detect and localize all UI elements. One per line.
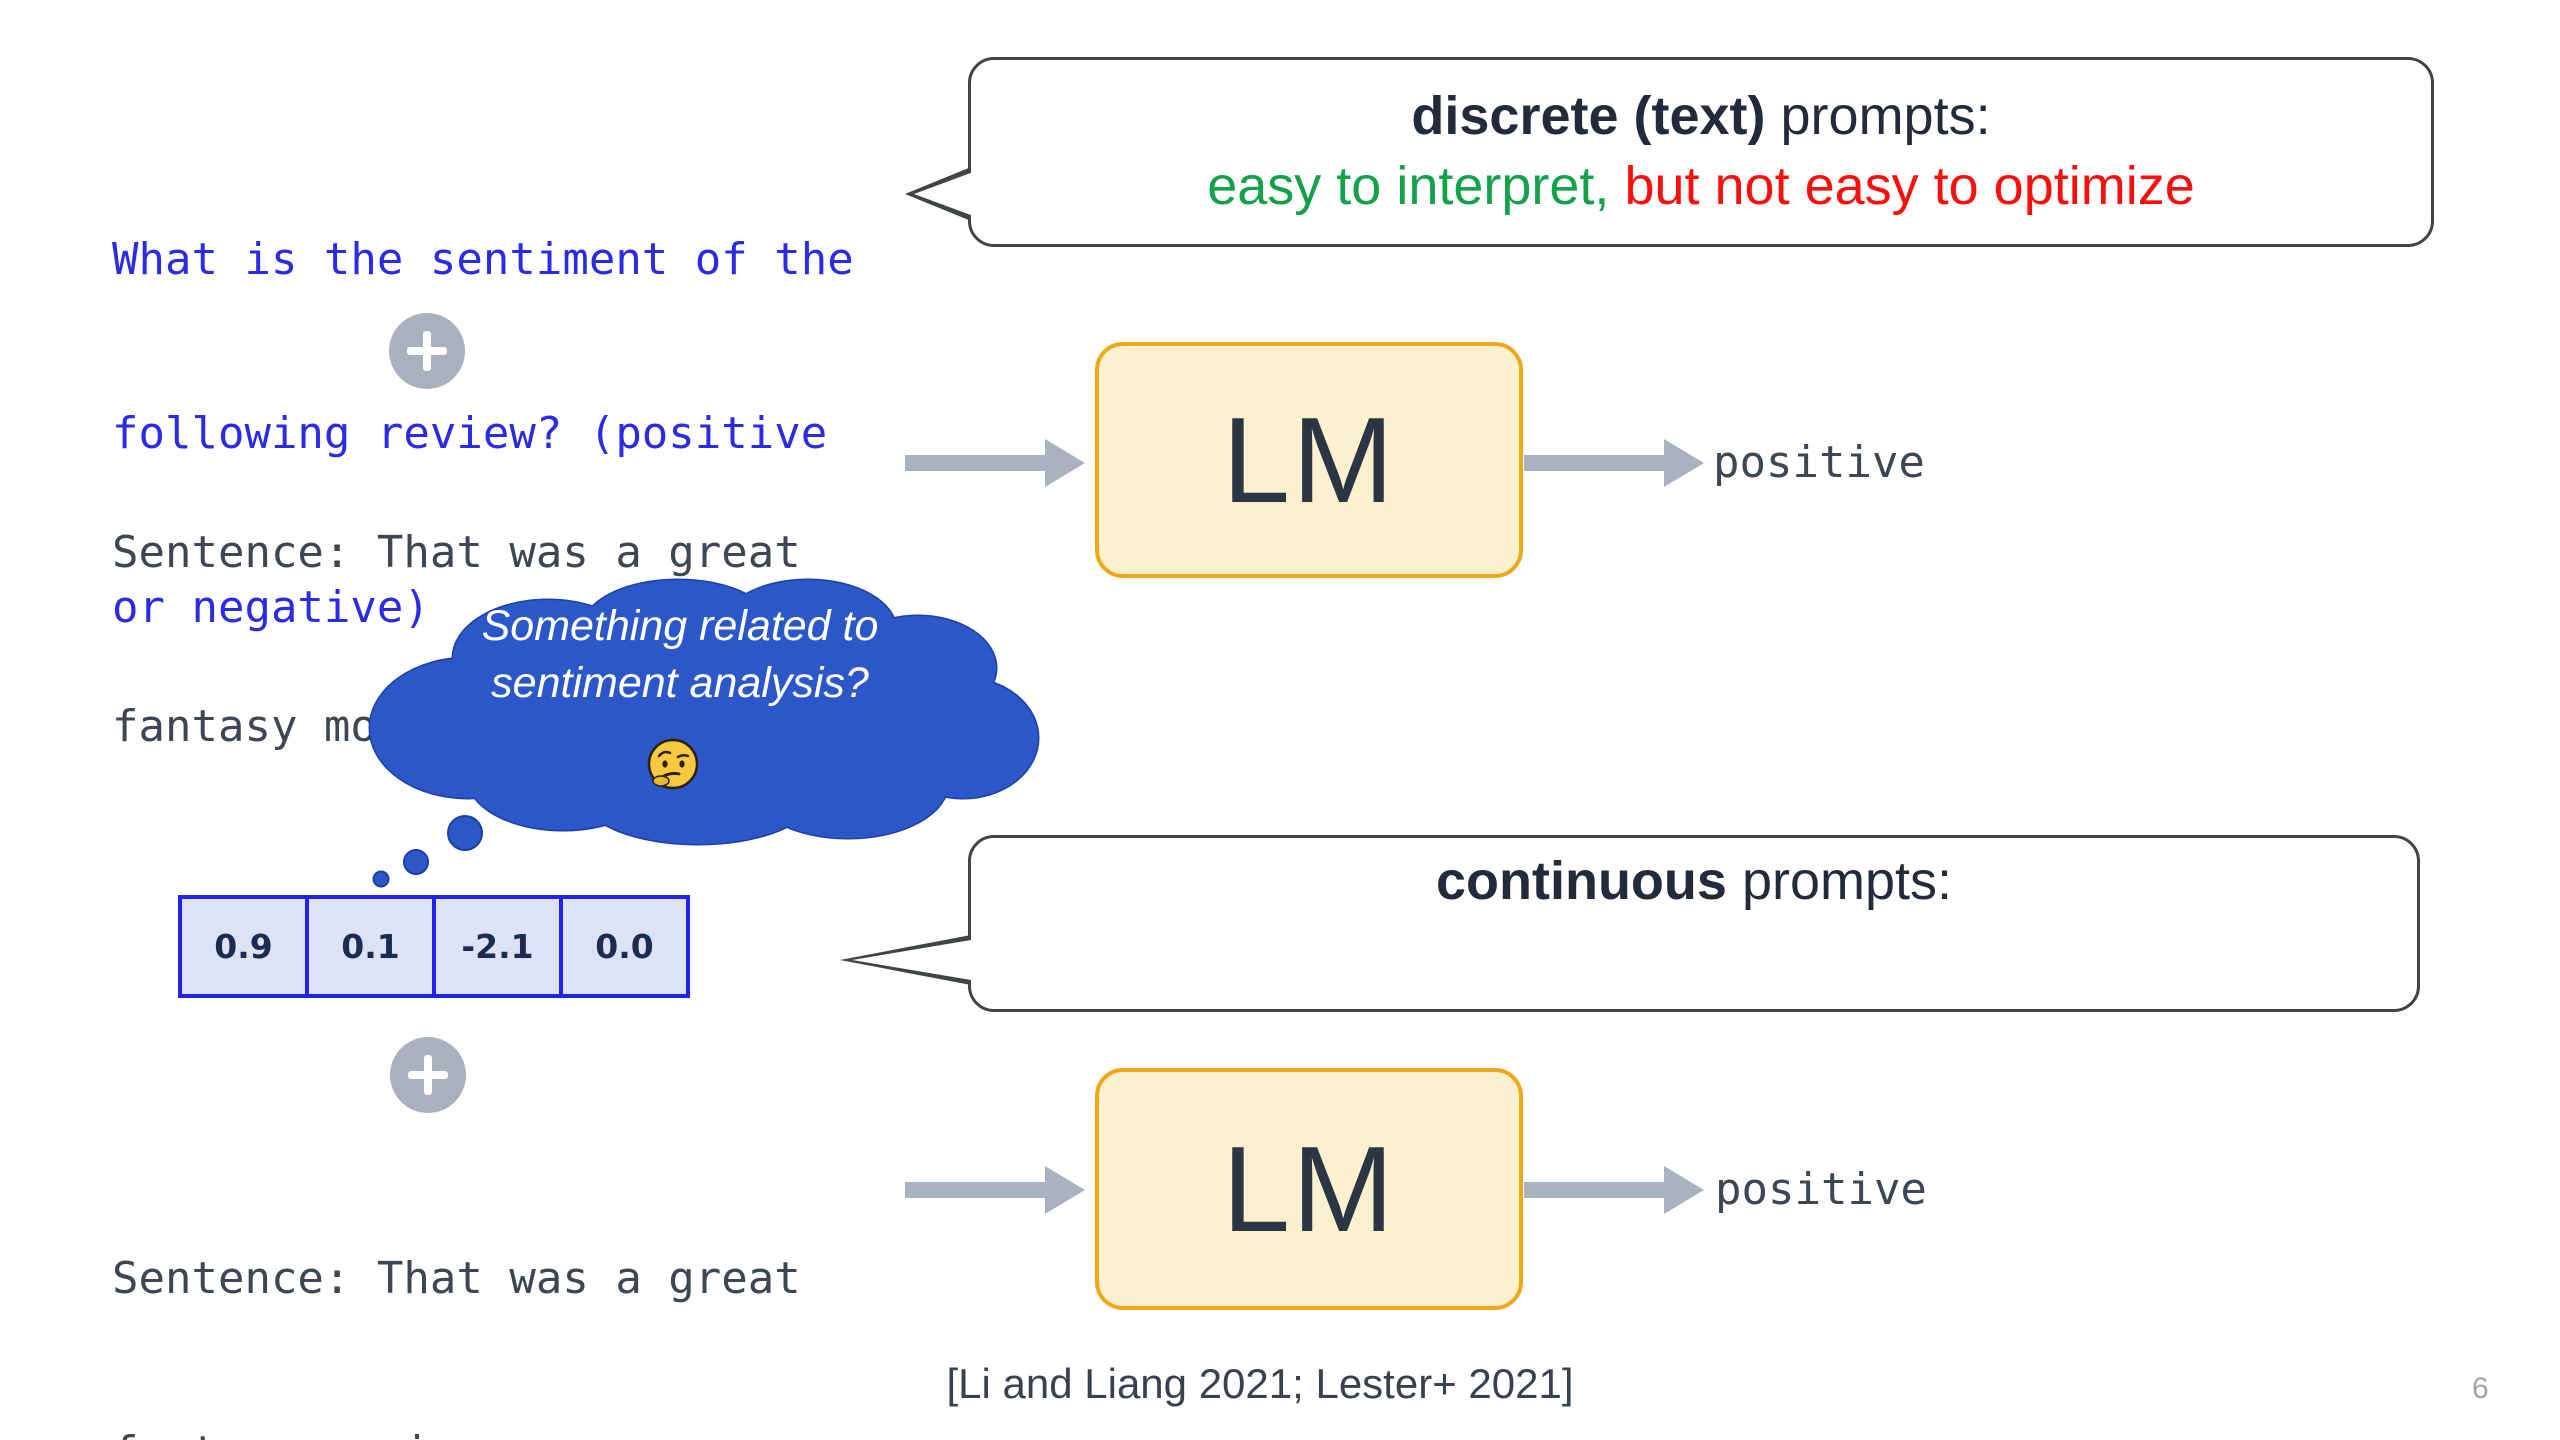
input-sentence: Sentence: That was a great fantasy movie… — [112, 1134, 801, 1440]
arrow-right-icon — [905, 439, 1085, 487]
thought-dot — [403, 849, 429, 875]
page-number: 6 — [2472, 1372, 2489, 1405]
thought-cloud — [368, 578, 1040, 888]
continuous-prompt-vector: 0.9 0.1 -2.1 0.0 — [178, 895, 690, 998]
lm-box: LM — [1095, 1068, 1523, 1310]
callout-title-rest: prompts: — [1765, 86, 1991, 146]
arrow-right-icon — [905, 1166, 1085, 1214]
prompt-line: or negative) — [112, 582, 430, 633]
callout-con-text: but not easy to optimize — [1609, 156, 2195, 216]
vector-cell: 0.9 — [178, 895, 309, 998]
cloud-text-line: sentiment analysis? — [491, 659, 869, 707]
continuous-prompts-callout: continuous prompts: — [840, 835, 2420, 1012]
lm-label: LM — [1222, 1121, 1396, 1257]
arrow-right-icon — [1524, 439, 1704, 487]
vector-cell: -2.1 — [432, 895, 563, 998]
input-sentence: Sentence: That was a great fantasy movie… — [112, 408, 801, 872]
vector-cell: 0.0 — [559, 895, 690, 998]
discrete-prompts-callout: discrete (text) prompts: easy to interpr… — [905, 57, 2434, 247]
prompt-line: following review? (positive — [112, 408, 828, 459]
sentence-line: Sentence: That was a great — [112, 1253, 801, 1304]
lm-box: LM — [1095, 342, 1523, 578]
callout-title-bold: continuous — [1435, 851, 1727, 911]
lm-label: LM — [1222, 392, 1396, 528]
discrete-prompt-text: What is the sentiment of the following r… — [112, 115, 854, 753]
callout-pro-text: easy to interpret, — [1207, 156, 1610, 216]
callout-tradeoff: easy to interpret, but not easy to optim… — [1207, 153, 2195, 219]
vector-cell: 0.1 — [305, 895, 436, 998]
citation: [Li and Liang 2021; Lester+ 2021] — [946, 1360, 1574, 1407]
callout-title-bold: discrete (text) — [1411, 86, 1766, 146]
callout-title-rest: prompts: — [1726, 851, 1953, 911]
thought-dot — [372, 870, 390, 888]
thought-dot — [447, 815, 483, 851]
arrow-right-icon — [1524, 1166, 1704, 1214]
sentence-line: Sentence: That was a great — [112, 527, 801, 578]
callout-title: continuous prompts: — [1436, 850, 1952, 912]
lm-output-label: positive — [1715, 1164, 1927, 1215]
thought-cloud-text: Something related to sentiment analysis? — [400, 598, 960, 712]
callout-title: discrete (text) prompts: — [1411, 85, 1990, 147]
lm-output-label: positive — [1713, 437, 1925, 488]
cloud-text-line: Something related to — [481, 602, 879, 650]
plus-icon — [389, 313, 465, 389]
sentence-line: fantasy movie. — [112, 1424, 801, 1440]
thinking-face-emoji — [647, 738, 699, 790]
plus-icon — [390, 1037, 466, 1113]
prompt-line: What is the sentiment of the — [112, 234, 854, 285]
